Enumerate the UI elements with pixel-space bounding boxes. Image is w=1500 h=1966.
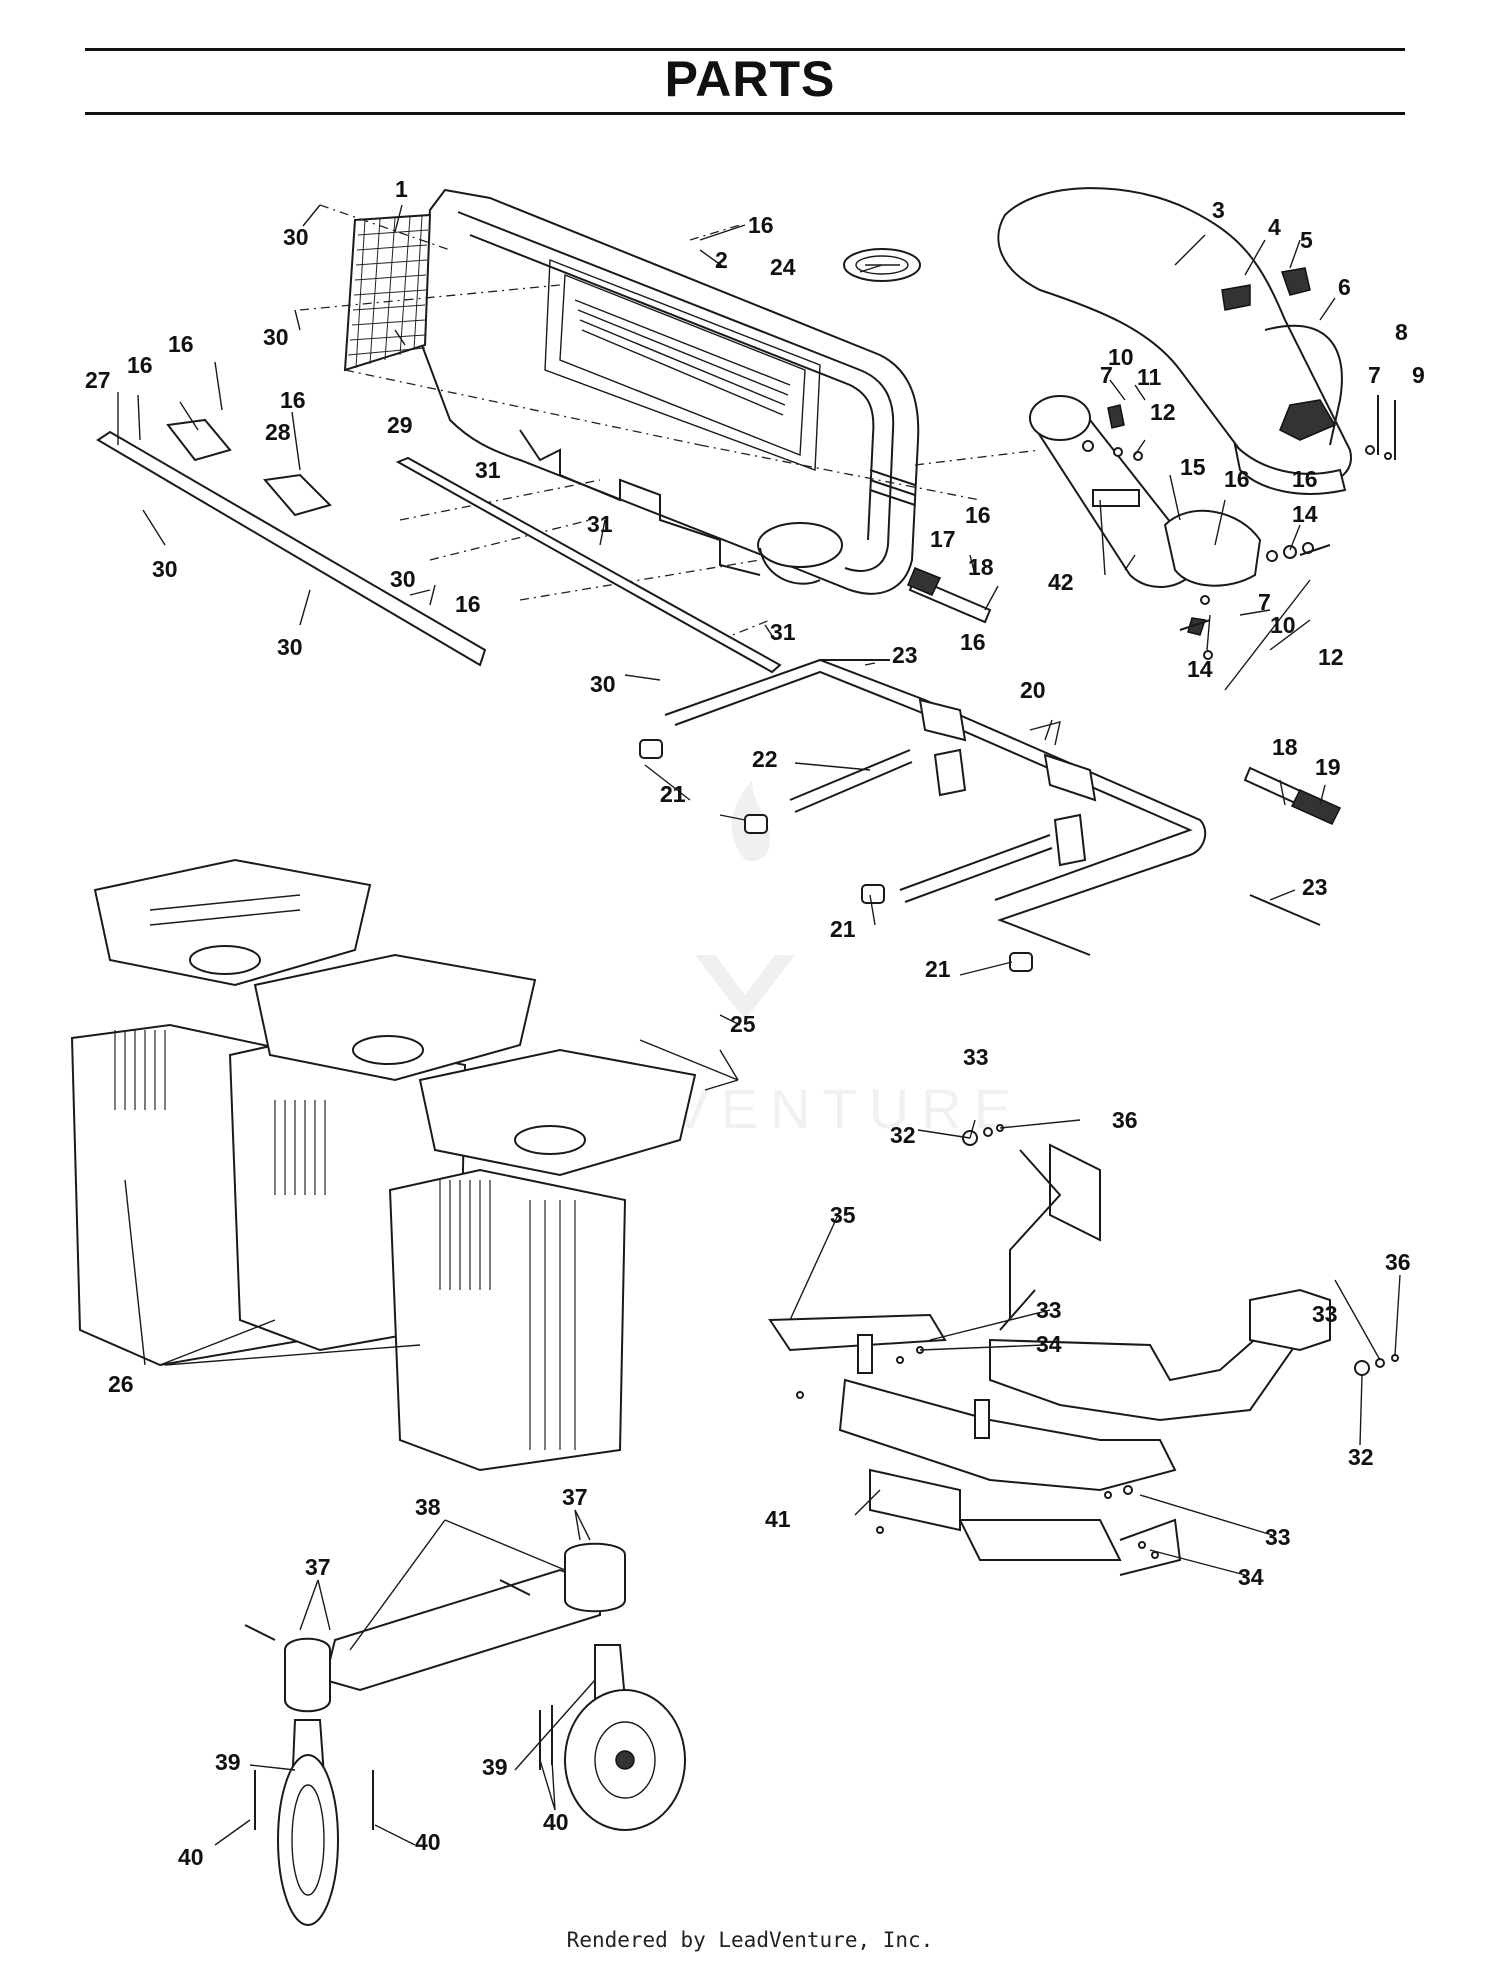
callout-21: 21 [925,956,951,982]
callout-31: 31 [770,619,796,645]
callout-36: 36 [1112,1107,1138,1133]
callout-40: 40 [415,1829,441,1855]
spring-pin-set-left [907,567,992,624]
callout-29: 29 [387,412,413,438]
hitch-bracket-assembly [768,1143,1331,1576]
leader-lines [117,204,1401,1846]
callout-25: 25 [730,1011,756,1037]
callout-12: 12 [1150,399,1176,425]
callout-30: 30 [263,324,289,350]
callout-31: 31 [587,511,613,537]
grass-bag-right [388,1048,697,1472]
callout-20: 20 [1020,677,1046,703]
assembly-lines-top-left [299,204,1041,641]
callout-22: 22 [752,746,778,772]
callout-14: 14 [1187,656,1213,682]
callout-21: 21 [660,781,686,807]
callout-30: 30 [283,224,309,250]
callout-16: 16 [965,502,991,528]
callout-28: 28 [265,419,291,445]
callout-18: 18 [1272,734,1298,760]
callout-16: 16 [168,331,194,357]
callout-16: 16 [1292,466,1318,492]
rendered-by-footer: Rendered by LeadVenture, Inc. [566,1928,934,1952]
callout-15: 15 [1180,454,1206,480]
callout-33: 33 [1265,1524,1291,1550]
callout-16: 16 [280,387,306,413]
callout-30: 30 [152,556,178,582]
title-top-rule [85,48,1405,51]
title-bottom-rule [85,112,1405,115]
callout-37: 37 [562,1484,588,1510]
callout-14: 14 [1292,501,1318,527]
callout-27: 27 [85,367,111,393]
callout-32: 32 [890,1122,916,1148]
callout-21: 21 [660,781,686,807]
callout-33: 33 [1312,1301,1338,1327]
callout-labels: 1 2 3 4 5 6 7 7 7 8 9 10 10 11 12 12 14 … [85,176,1425,1870]
discharge-chute [997,187,1352,495]
callout-23: 23 [1302,874,1328,900]
callout-18: 18 [968,554,994,580]
hardware-right-chute [1082,395,1396,660]
bagger-housing [418,188,920,595]
callout-7: 7 [1368,362,1381,388]
callout-21: 21 [830,916,856,942]
callout-39: 39 [215,1749,241,1775]
callout-26: 26 [108,1371,134,1397]
callout-36: 36 [1385,1249,1411,1275]
callout-16: 16 [960,629,986,655]
callout-7: 7 [1100,362,1113,388]
callout-3: 3 [1212,197,1225,223]
callout-41: 41 [765,1506,791,1532]
callout-30: 30 [277,634,303,660]
callout-10: 10 [1108,344,1134,370]
callout-1: 1 [395,176,408,202]
callout-35: 35 [830,1202,856,1228]
callout-8: 8 [1395,319,1408,345]
callout-30: 30 [590,671,616,697]
callout-40: 40 [543,1809,569,1835]
side-rail-rear [395,456,782,674]
callout-16: 16 [748,212,774,238]
callout-17: 17 [930,526,956,552]
callout-16: 16 [127,352,153,378]
callout-4: 4 [1268,214,1281,240]
callout-31: 31 [475,457,501,483]
debris-screen [343,213,432,372]
callout-38: 38 [415,1494,441,1520]
callout-30: 30 [390,566,416,592]
callout-7: 7 [1258,589,1271,615]
callout-23: 23 [892,642,918,668]
callout-33: 33 [963,1044,989,1070]
decal-label-42 [1092,489,1140,507]
callout-37: 37 [305,1554,331,1580]
callout-12: 12 [1318,644,1344,670]
callout-11: 11 [1137,364,1162,390]
callout-16: 16 [1224,466,1250,492]
callout-34: 34 [1238,1564,1264,1590]
callout-6: 6 [1338,274,1351,300]
callout-2: 2 [715,247,728,273]
callout-10: 10 [1270,612,1296,638]
callout-32: 32 [1348,1444,1374,1470]
callout-19: 19 [1315,754,1341,780]
callout-16: 16 [455,591,481,617]
callout-33: 33 [1036,1297,1062,1323]
callout-34: 34 [1036,1331,1062,1357]
side-rail-left [96,418,487,667]
callout-39: 39 [482,1754,508,1780]
callout-40: 40 [178,1844,204,1870]
chute-adapter [1028,395,1262,636]
callout-9: 9 [1412,362,1425,388]
bag-support-frame [639,658,1321,972]
callout-42: 42 [1048,569,1074,595]
callout-24: 24 [770,254,796,280]
callout-5: 5 [1300,227,1313,253]
caster-wheel-assembly [244,1542,686,1926]
page-title: PARTS [664,51,836,107]
